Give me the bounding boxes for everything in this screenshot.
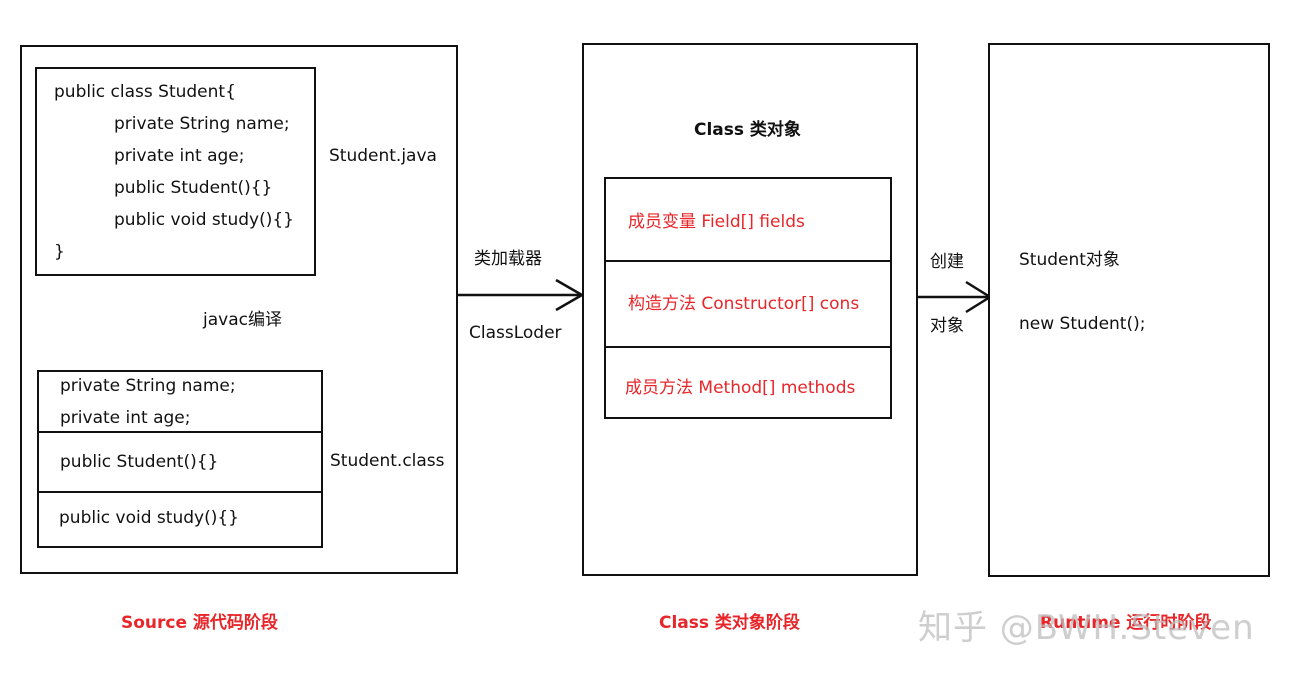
runtime-stage-label: Runtime 运行时阶段 [1040,613,1212,633]
class-file-label: Student.class [330,451,445,471]
source-stage-label: Source 源代码阶段 [121,613,278,633]
class-file-field-name: private String name; [60,376,236,396]
java-code-box [35,67,316,276]
class-object-divider-1 [604,260,892,262]
code-line-field-age: private int age; [114,146,245,166]
code-line-field-name: private String name; [114,114,290,134]
code-line-method: public void study(){} [114,210,294,230]
compile-label: javac编译 [203,310,282,330]
code-line-constructor: public Student(){} [114,178,273,198]
classloader-label-en: ClassLoder [469,323,562,343]
class-file-constructor: public Student(){} [60,452,219,472]
class-file-divider-2 [37,491,323,493]
classloader-label-cn: 类加载器 [474,249,542,269]
class-object-divider-2 [604,346,892,348]
zhihu-watermark: 知乎 @BWH.Steven [918,608,1255,648]
student-object-label: Student对象 [1019,250,1120,270]
class-file-method: public void study(){} [59,508,239,528]
runtime-stage-panel [988,43,1270,577]
create-label-top: 创建 [930,252,964,272]
class-object-table [604,177,892,419]
code-line-class-decl: public class Student{ [54,82,236,102]
class-object-title: Class 类对象 [694,120,801,140]
class-file-box [37,370,323,548]
code-line-close-brace: } [54,242,65,262]
class-stage-label: Class 类对象阶段 [659,613,800,633]
class-row-methods: 成员方法 Method[] methods [625,378,856,398]
create-label-bottom: 对象 [930,316,964,336]
class-row-fields: 成员变量 Field[] fields [628,212,805,232]
class-row-constructors: 构造方法 Constructor[] cons [628,294,860,314]
class-file-divider-1 [37,431,323,433]
java-file-label: Student.java [329,146,437,166]
new-student-expr: new Student(); [1019,314,1146,334]
class-file-field-age: private int age; [60,408,191,428]
